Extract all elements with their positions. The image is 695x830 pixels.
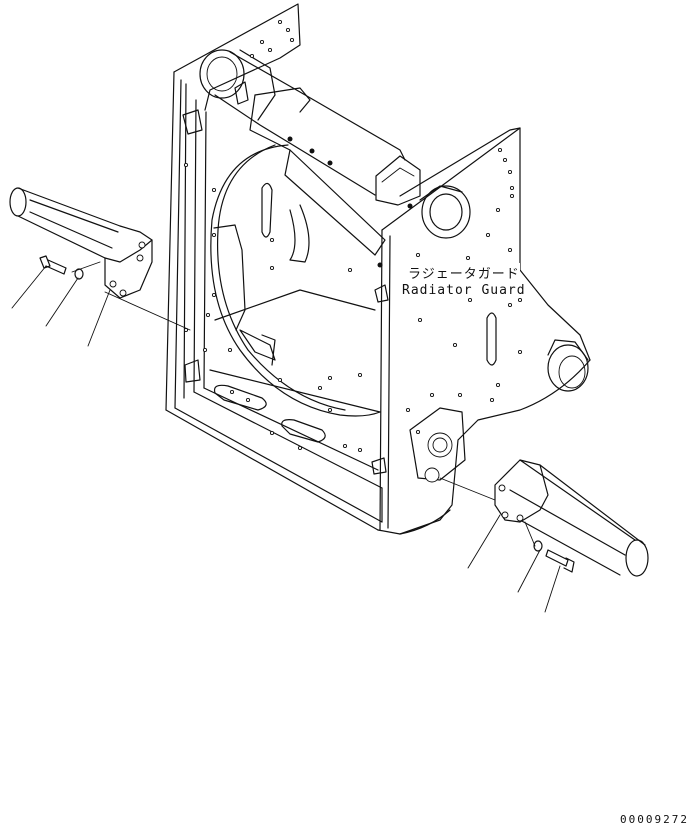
- rivet-hole: [211, 187, 217, 193]
- rivet-hole: [517, 297, 523, 303]
- rivet-hole: [211, 292, 217, 298]
- rivet-hole: [289, 37, 295, 43]
- rivet-hole: [269, 237, 275, 243]
- part-label-english: Radiator Guard: [402, 283, 526, 298]
- rivet-hole: [357, 447, 363, 453]
- rivet-holes: [183, 19, 523, 453]
- left-bolt: [39, 255, 67, 275]
- rivet-hole: [429, 392, 435, 398]
- rivet-hole: [229, 389, 235, 395]
- rivet-hole: [497, 147, 503, 153]
- assembly-lines: [71, 261, 536, 547]
- rivet-hole: [183, 162, 189, 168]
- left-mount-bracket: [9, 187, 153, 299]
- rivet-hole: [277, 19, 283, 25]
- rivet-hole: [317, 385, 323, 391]
- rivet-hole: [245, 397, 251, 403]
- part-label-japanese: ラジェータガード: [408, 263, 520, 282]
- rivet-hole: [202, 347, 208, 353]
- rivet-hole: [327, 375, 333, 381]
- rivet-hole: [285, 27, 291, 33]
- rivet-hole: [467, 297, 473, 303]
- rivet-hole: [495, 207, 501, 213]
- leader-lines: [11, 265, 561, 613]
- rivet-hole: [327, 407, 333, 413]
- rivet-hole: [205, 312, 211, 318]
- rivet-hole: [465, 255, 471, 261]
- rivet-hole: [509, 185, 515, 191]
- rivet-hole: [517, 349, 523, 355]
- drawing-number: 00009272: [620, 813, 689, 826]
- rivet-hole: [405, 407, 411, 413]
- rivet-hole: [415, 429, 421, 435]
- rivet-hole: [507, 169, 513, 175]
- rivet-hole: [502, 157, 508, 163]
- rivet-hole: [417, 317, 423, 323]
- rivet-hole: [415, 252, 421, 258]
- rivet-hole: [507, 247, 513, 253]
- rivet-hole: [249, 53, 255, 59]
- rivet-hole: [347, 267, 353, 273]
- rivet-hole: [357, 372, 363, 378]
- radiator-guard-frame: [165, 3, 591, 535]
- rivet-hole: [269, 430, 275, 436]
- rivet-hole: [211, 232, 217, 238]
- left-washer: [74, 268, 84, 280]
- rivet-hole: [269, 265, 275, 271]
- rivet-hole: [297, 445, 303, 451]
- rivet-hole: [509, 193, 515, 199]
- rivet-hole: [342, 443, 348, 449]
- rivet-hole: [485, 232, 491, 238]
- rivet-hole: [259, 39, 265, 45]
- right-bolt: [545, 549, 575, 573]
- rivet-hole: [507, 302, 513, 308]
- rivet-hole: [457, 392, 463, 398]
- right-mount-bracket: [494, 459, 649, 577]
- right-washer: [533, 540, 543, 552]
- rivet-hole: [277, 377, 283, 383]
- rivet-hole: [495, 382, 501, 388]
- rivet-hole: [227, 347, 233, 353]
- rivet-hole: [452, 342, 458, 348]
- rivet-hole: [267, 47, 273, 53]
- rivet-hole: [489, 397, 495, 403]
